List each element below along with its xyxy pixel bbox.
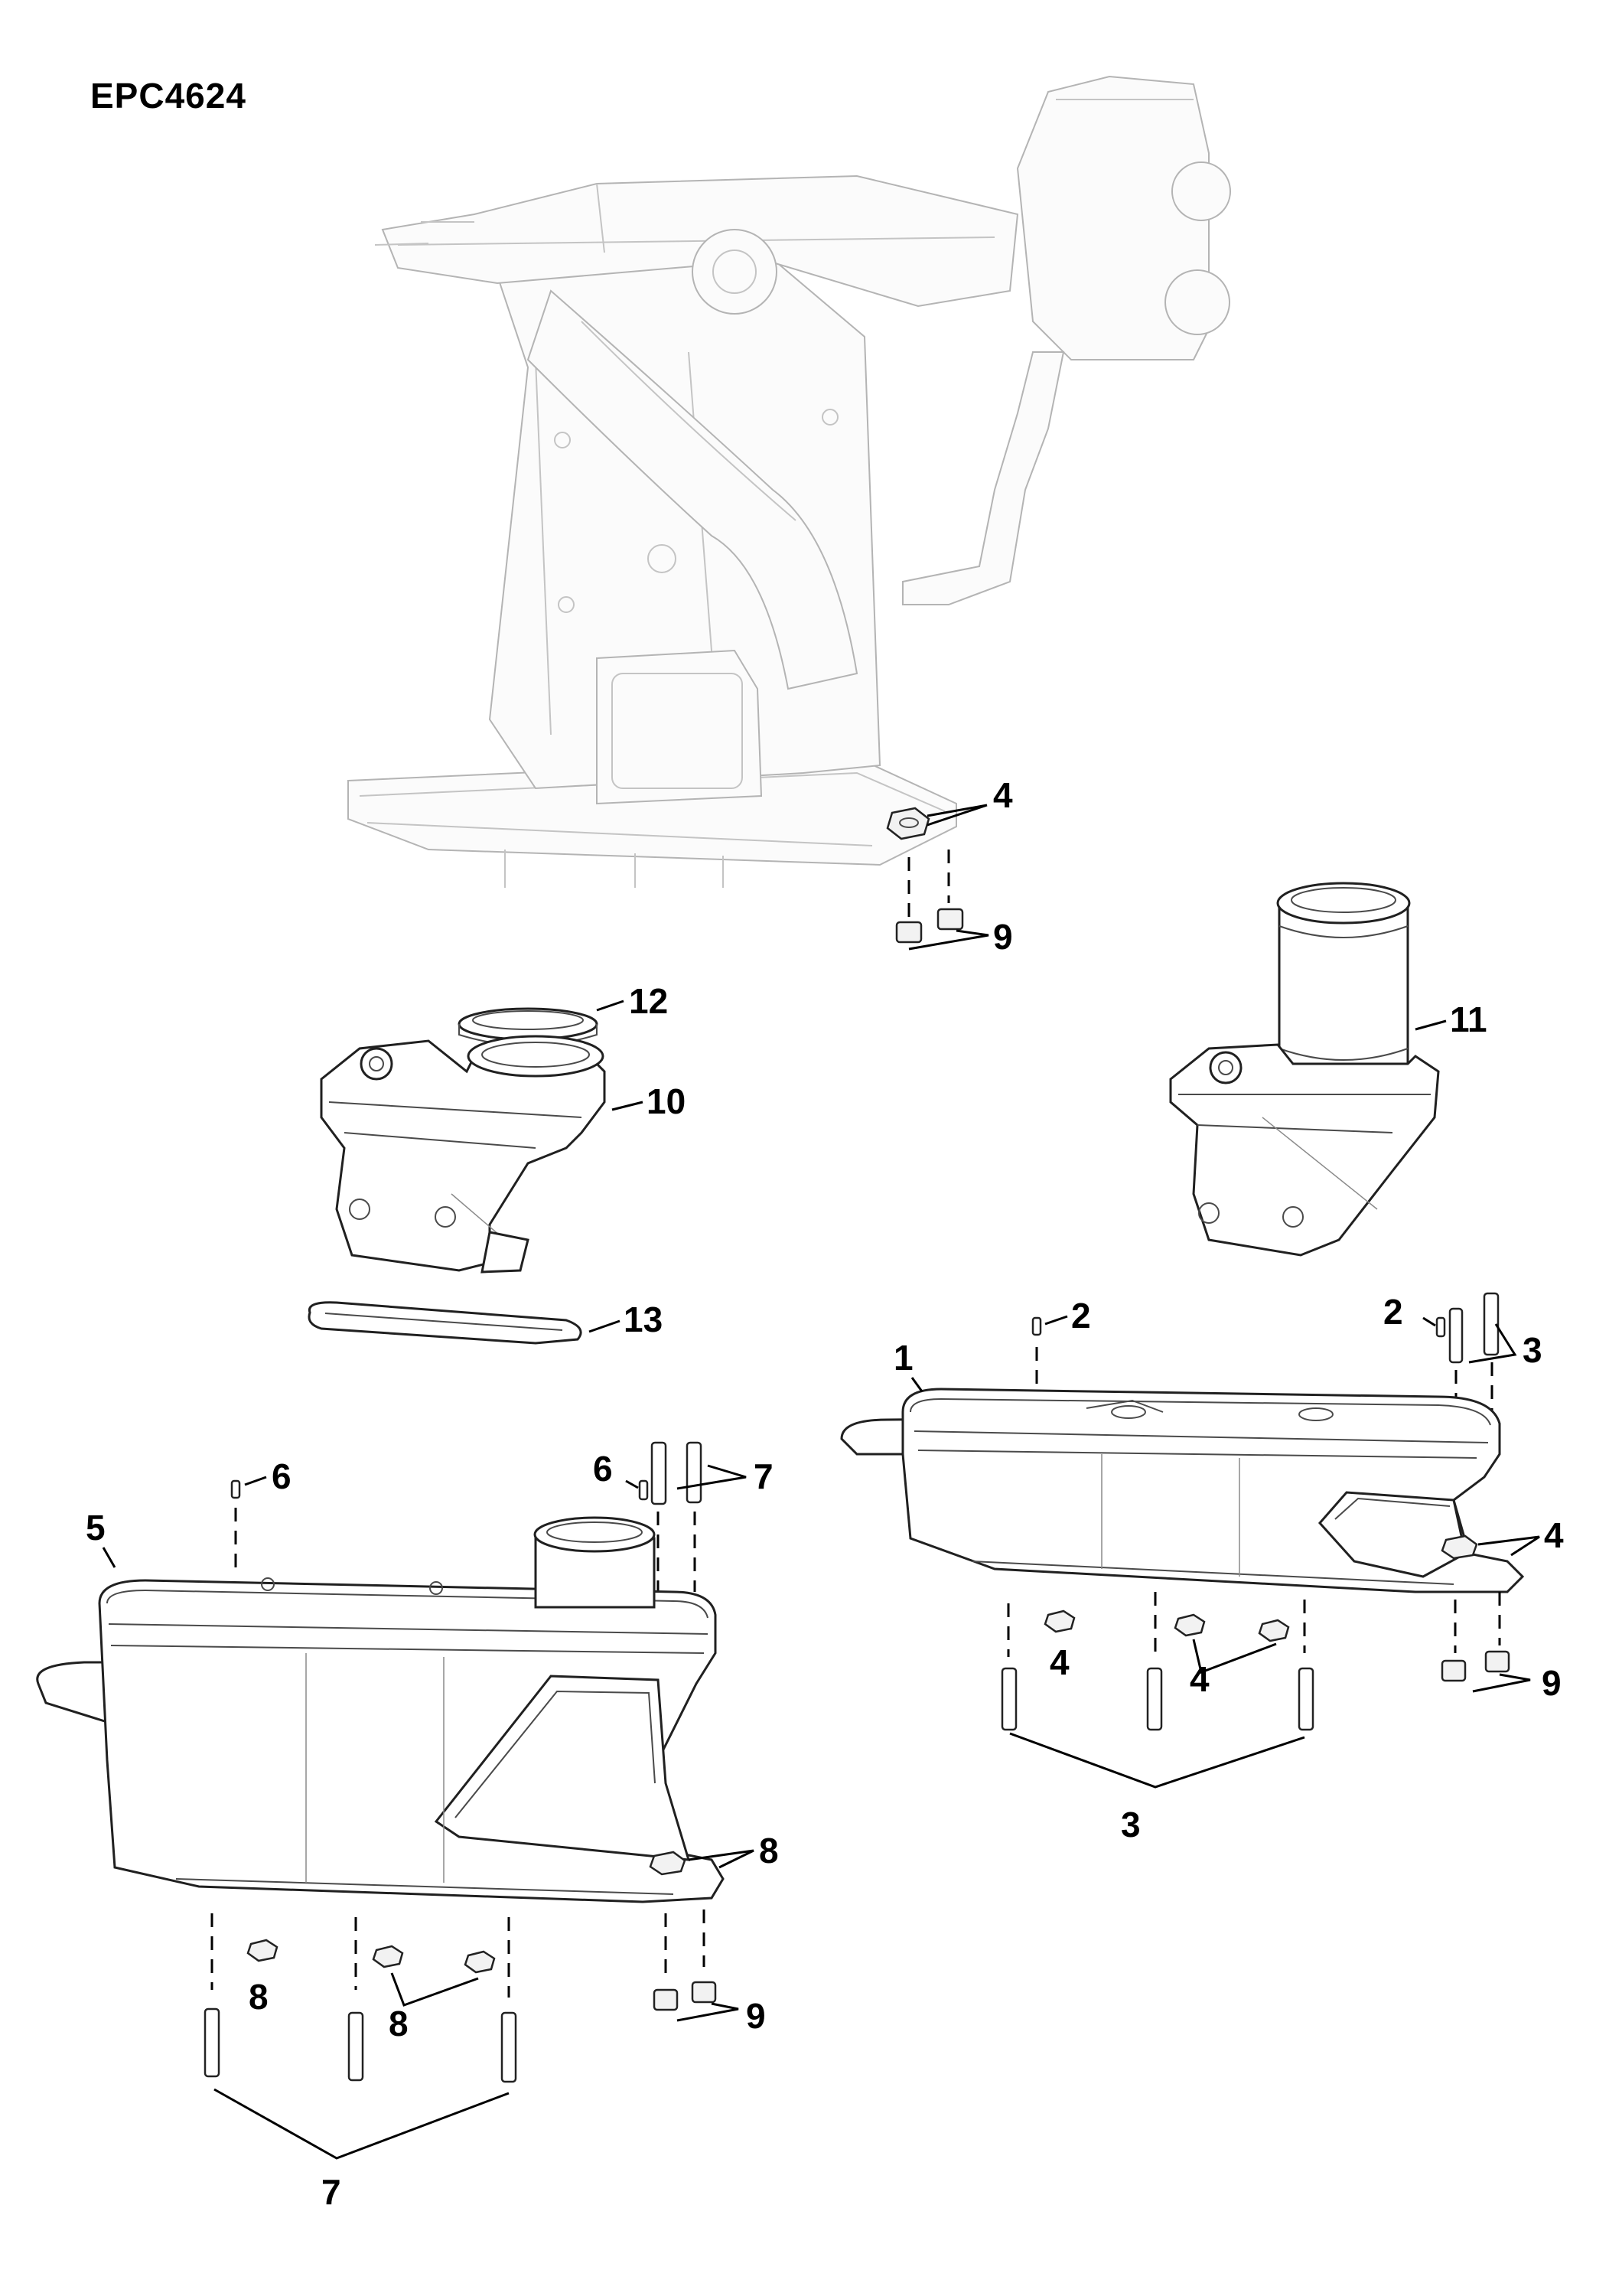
gasket [308,1301,582,1345]
engine-adapter-reference [347,75,1231,888]
callout-2-right-top: 2 [1071,1296,1091,1336]
callout-12: 12 [629,981,668,1021]
adapter-nut [886,807,930,840]
callout-6-right: 6 [593,1449,613,1489]
callout-8-lower-pair: 8 [389,2004,409,2043]
callout-1: 1 [894,1338,914,1378]
callout-9: 9 [993,917,1013,957]
callout-9-right: 9 [1542,1663,1562,1703]
callout-10: 10 [647,1081,686,1121]
callout-11: 11 [1450,1000,1487,1039]
exhaust-tube-short [320,1035,606,1274]
figure-id: EPC4624 [90,76,246,116]
callout-5: 5 [86,1508,106,1548]
exhaust-tube-tall [1169,882,1440,1257]
callout-4-lower-pair: 4 [1190,1659,1210,1699]
callout-4-lower: 4 [1050,1642,1070,1682]
callout-4-right: 4 [1544,1515,1564,1555]
callout-3-right-top: 3 [1523,1330,1542,1370]
callout-3-right-bottom: 3 [1121,1805,1141,1844]
callout-6-left: 6 [272,1456,292,1496]
callout-7-top: 7 [754,1456,774,1496]
callout-8-housing: 8 [759,1831,779,1870]
callout-13: 13 [624,1300,663,1339]
callout-7-bottom: 7 [321,2172,341,2212]
insert-9-top [895,908,964,944]
callout-8-lower-left: 8 [249,1977,269,2017]
exhaust-housing-right [840,1388,1525,1593]
callout-2-right: 2 [1383,1292,1403,1332]
callout-9-left: 9 [746,1996,766,2036]
callout-4: 4 [993,775,1013,815]
exhaust-housing-left [36,1516,725,1903]
